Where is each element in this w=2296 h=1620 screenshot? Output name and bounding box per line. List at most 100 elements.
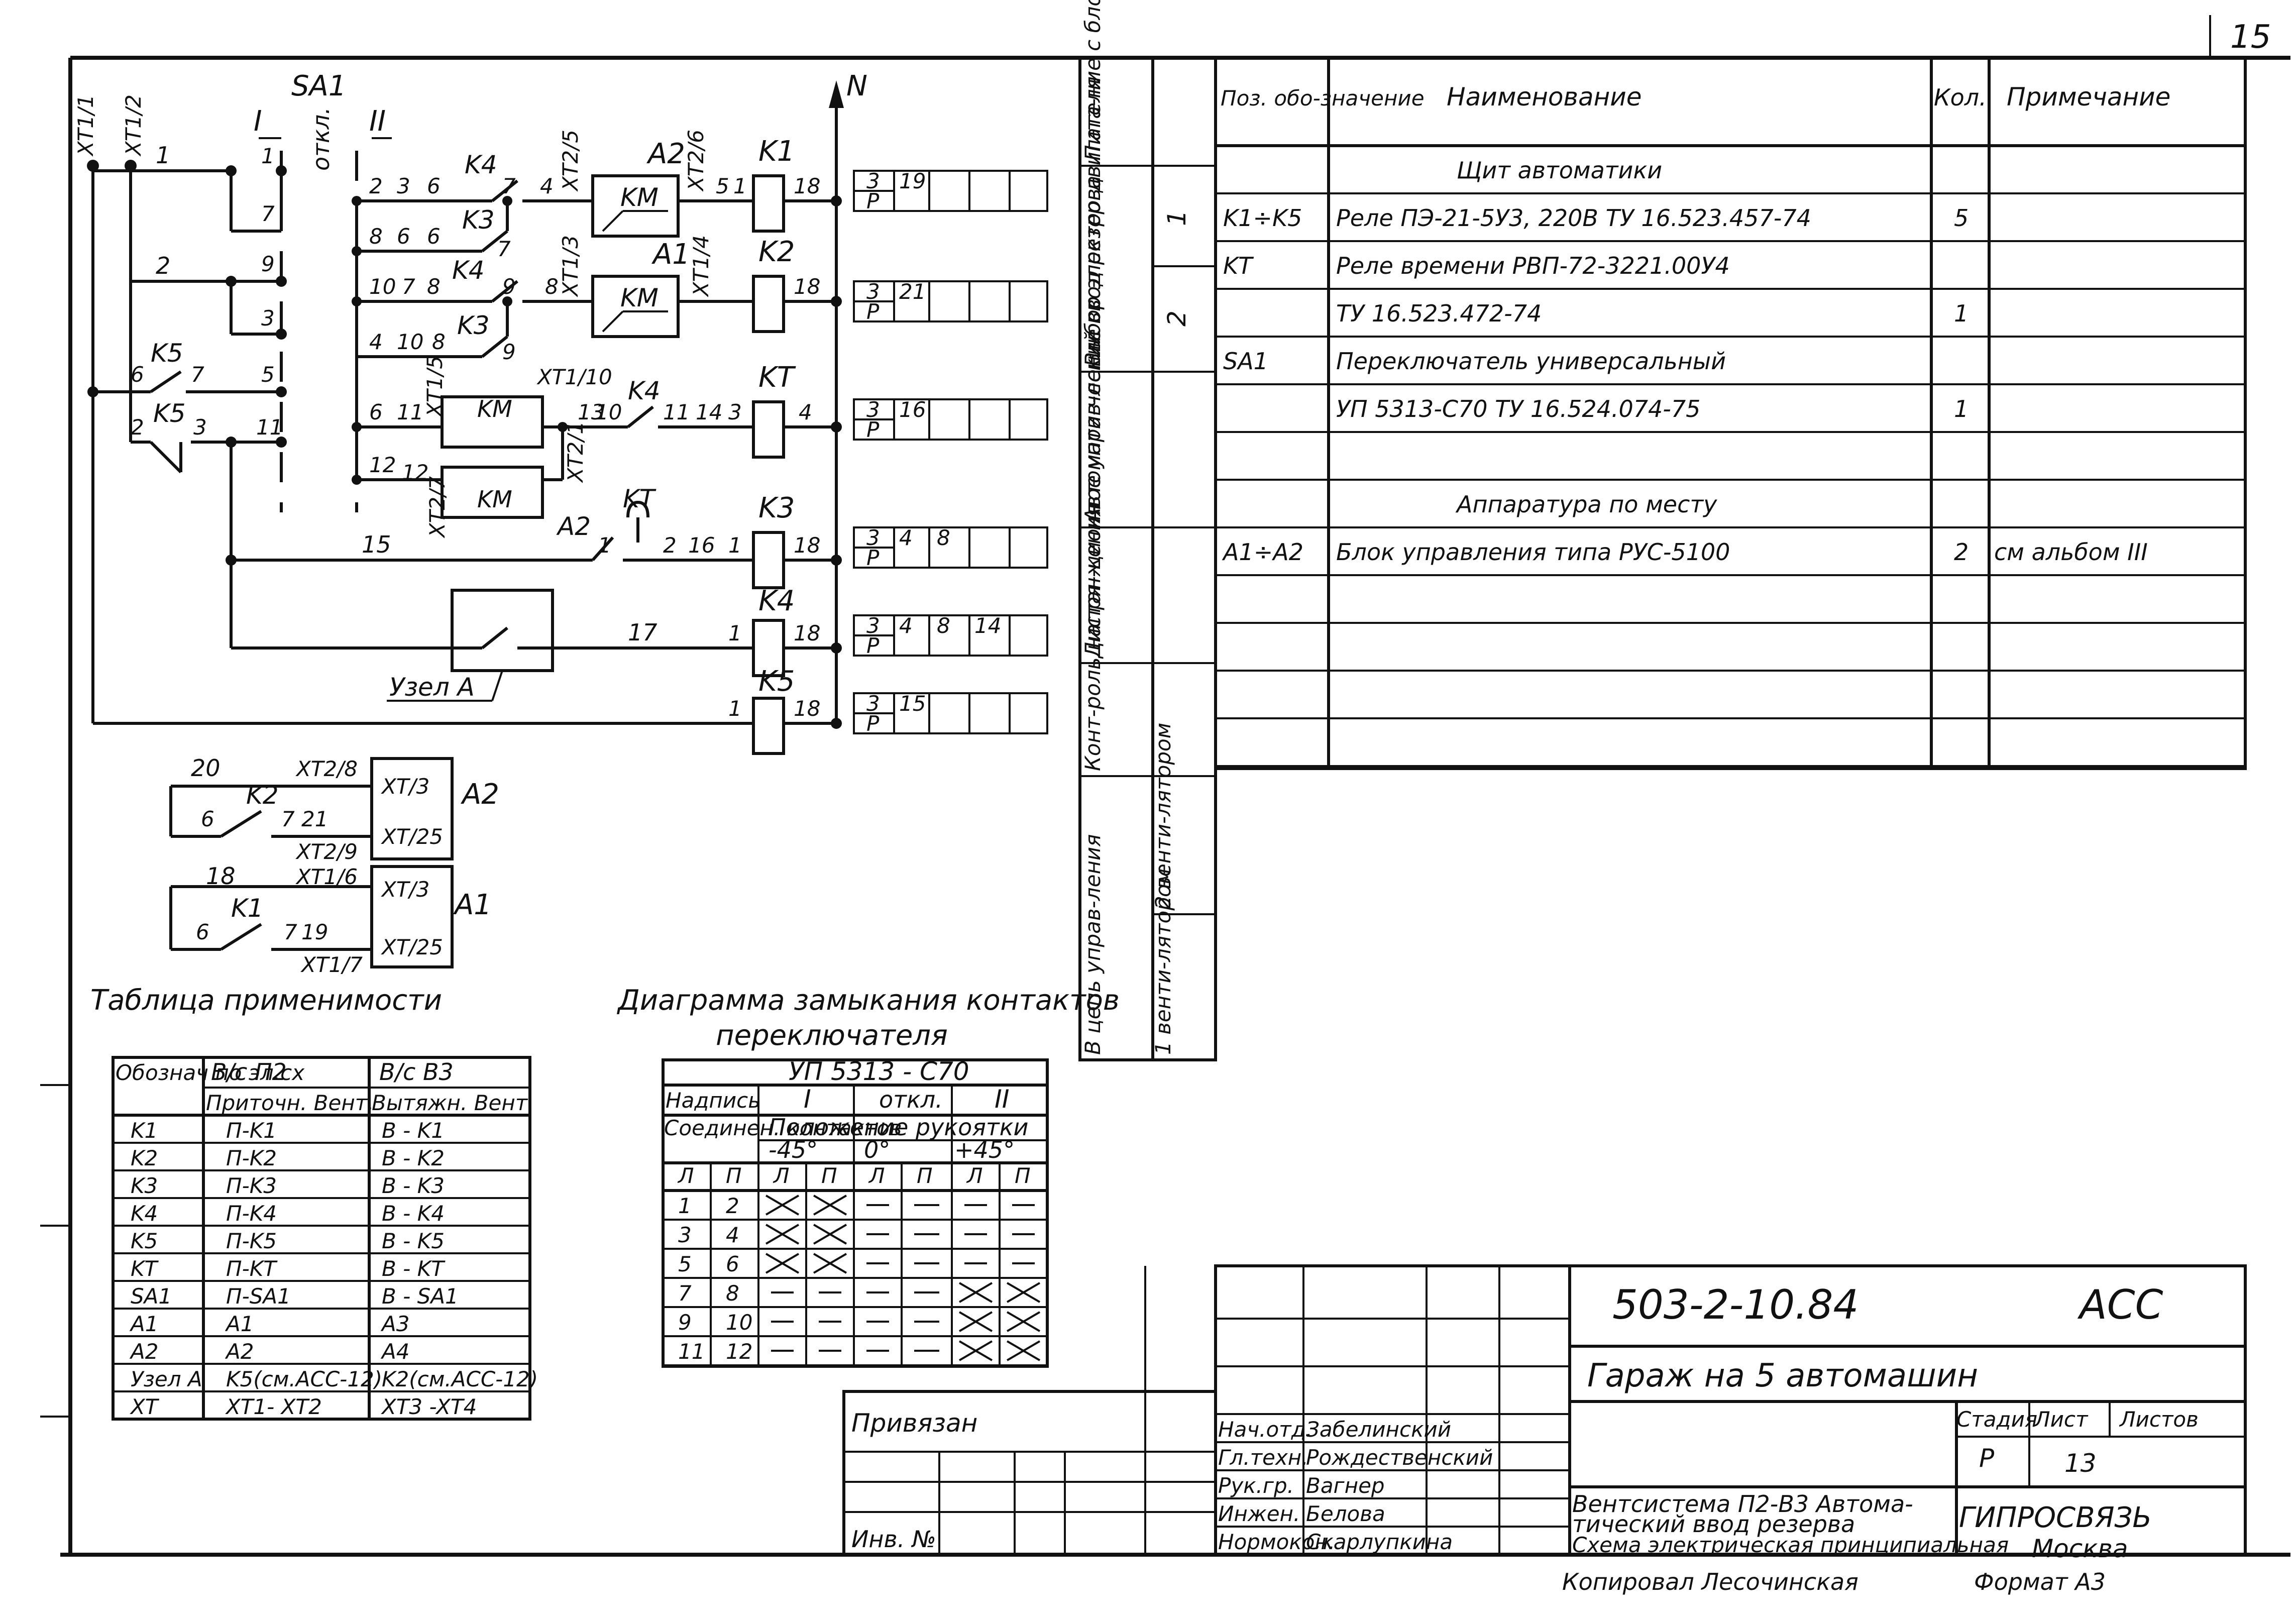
coil-ref-bottom: P (866, 711, 880, 736)
sheets-header: Листов (2119, 1407, 2199, 1432)
svg-text:7: 7 (497, 237, 511, 261)
contact-h-handle: Положение рукоятки (769, 1114, 1028, 1141)
contact-title-2: переключателя (716, 1019, 948, 1052)
k2-coil-label: K2 (758, 236, 795, 268)
coil-ref-contact: 4 (899, 613, 913, 638)
side-section-remote: Дистан-ционное управ-ление (1080, 329, 1105, 659)
aux-a2-contact: K2 (246, 781, 279, 810)
contact-side: Л (868, 1163, 885, 1188)
privyazan: Привязан (851, 1409, 977, 1438)
svg-text:5: 5 (261, 362, 275, 387)
coil-ref-top: 3 (866, 397, 880, 422)
k3-coil-label: K3 (758, 492, 795, 524)
svg-text:7: 7 (402, 274, 415, 299)
svg-text:1: 1 (733, 174, 747, 198)
org-city: Москва (2032, 1534, 2128, 1563)
k4-label-2: K4 (452, 256, 485, 285)
terminal-xt1-10: XT1/10 (536, 365, 612, 389)
contact-h-inscr: Надпись (666, 1088, 760, 1113)
wire-2: 2 (156, 252, 170, 279)
sheet-header: Лист (2033, 1407, 2089, 1432)
staff-name: Рождественский (1306, 1445, 1493, 1470)
app-row-supply: П-K5 (226, 1229, 277, 1253)
app-row-supply: XT1- XT2 (225, 1394, 322, 1419)
app-row-designation: A1 (129, 1312, 158, 1336)
k4-label-1: K4 (465, 150, 497, 179)
k4-coil-label: K4 (758, 585, 795, 617)
svg-text:1: 1 (728, 533, 742, 558)
side-section-control: В цепь управ-ления (1080, 834, 1105, 1055)
coil-ref-bottom: P (866, 633, 880, 658)
aux-a1-n3: 19 (301, 920, 328, 944)
staff-name: Забелинский (1306, 1417, 1451, 1442)
aux-a2-wire: 20 (191, 754, 221, 782)
aux-a1-name: A1 (453, 889, 492, 921)
spec-row-qty: 1 (1954, 300, 1969, 327)
spec-row-name: УП 5313-С70 ТУ 16.524.074-75 (1336, 395, 1700, 422)
aux-a2-r1: XT/3 (381, 774, 429, 799)
contact-row-r: 12 (726, 1339, 752, 1364)
aux-a1-t1: XT1/6 (295, 865, 358, 889)
app-row-exhaust: K2(см.АСС-12) (382, 1367, 538, 1391)
terminal-xt2-1: XT2/1 (563, 421, 588, 483)
svg-text:9: 9 (261, 252, 275, 276)
contact-pos-2: II (995, 1085, 1010, 1114)
contact-row-r: 6 (726, 1252, 739, 1276)
coil-ref-contact: 4 (899, 525, 913, 550)
svg-text:18: 18 (794, 274, 820, 299)
coil-ref-top: 3 (866, 613, 880, 638)
app-row-supply: П-KT (226, 1256, 278, 1281)
aux-a2-r2: XT/25 (381, 824, 443, 849)
svg-text:2: 2 (369, 174, 383, 198)
coil-ref-top: 3 (866, 279, 880, 304)
app-row-exhaust: B - K5 (382, 1229, 445, 1253)
app-header-designation: Обознач по эл.сх (116, 1060, 305, 1085)
org-name: ГИПРОСВЯЗЬ (1959, 1501, 2152, 1534)
aux-a1-wire: 18 (206, 862, 236, 890)
svg-text:6: 6 (131, 362, 144, 387)
a2-block-label: A2 (646, 138, 685, 170)
wire-17: 17 (628, 619, 658, 646)
app-row-supply: П-K2 (226, 1146, 277, 1170)
spec-header-note: Примечание (2007, 82, 2170, 112)
applicability-table: Таблица применимости Обознач по эл.сх B/… (90, 984, 538, 1421)
contact-model: УП 5313 - С70 (789, 1057, 969, 1086)
app-row-exhaust: B - K2 (382, 1146, 445, 1170)
svg-text:1: 1 (598, 533, 611, 558)
spec-row-name: Реле времени РВП-72-3221.00У4 (1336, 252, 1730, 279)
contact-angle: 0° (864, 1136, 890, 1163)
app-row-designation: K5 (131, 1229, 158, 1253)
side-sub-1: 1 (1162, 210, 1191, 226)
svg-text:KM: KM (477, 395, 512, 422)
aux-circuit-a1: 18 XT1/6 K1 6 7 19 XT1/7 XT/3 XT/25 A1 (169, 862, 492, 977)
svg-text:KM: KM (477, 486, 512, 513)
app-row-designation: K3 (131, 1173, 158, 1198)
aux-a1-n1: 6 (196, 920, 209, 944)
contact-diagram: Диаграмма замыкания контактов переключат… (616, 984, 1120, 1368)
staff-role: Рук.гр. (1218, 1473, 1294, 1498)
svg-text:4: 4 (369, 330, 383, 354)
coil-ref-contact: 14 (974, 613, 1001, 638)
svg-text:1: 1 (261, 144, 275, 168)
contact-pos-off: откл. (879, 1086, 943, 1113)
spec-row-qty: 1 (1954, 395, 1969, 422)
staff-name: Белова (1306, 1501, 1385, 1526)
staff-role: Гл.техн. (1218, 1445, 1308, 1470)
doc-code: 503-2-10.84 (1612, 1281, 1858, 1328)
spec-header-qty: Кол. (1934, 84, 1987, 111)
format: Формат А3 (1974, 1568, 2106, 1595)
svg-text:1: 1 (728, 696, 742, 721)
coil-ref-top: 3 (866, 691, 880, 716)
k5-label-2: K5 (153, 399, 186, 428)
side-section-voltage: Конт-роль напря-жения (1080, 504, 1105, 771)
contact-row-l: 1 (678, 1194, 692, 1218)
k5-label-1: K5 (151, 339, 183, 368)
app-row-supply: A1 (225, 1312, 254, 1336)
app-row-designation: SA1 (131, 1284, 172, 1309)
coil-ref-top: 3 (866, 169, 880, 193)
contact-row-l: 5 (678, 1252, 692, 1276)
contact-side: Л (773, 1163, 790, 1188)
side-section-power: Пита-ние с блока уп-равления (1080, 0, 1105, 161)
neutral-label: N (846, 70, 867, 102)
switch-label: SA1 (291, 70, 346, 102)
